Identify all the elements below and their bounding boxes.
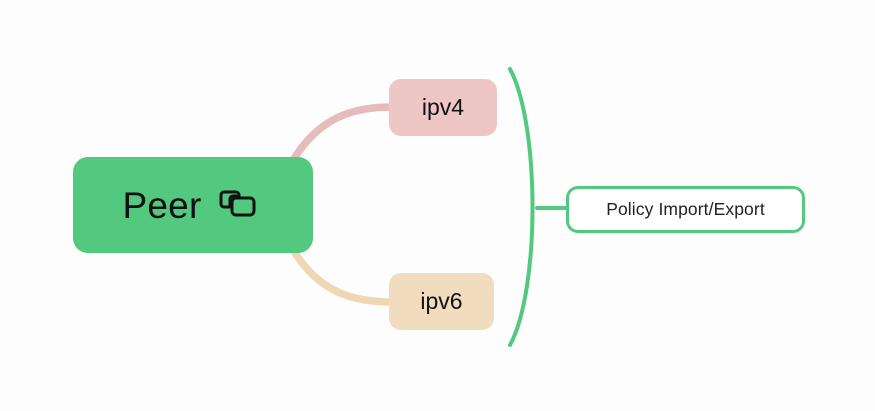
node-ipv4[interactable]: ipv4 (389, 79, 497, 136)
node-policy-import-export[interactable]: Policy Import/Export (566, 186, 805, 233)
node-policy-import-export-label: Policy Import/Export (606, 199, 765, 219)
edge-peer-to-ipv6 (288, 244, 396, 306)
node-ipv4-label: ipv4 (421, 94, 465, 120)
node-peer[interactable]: Peer (73, 157, 313, 253)
node-ipv6[interactable]: ipv6 (389, 273, 494, 330)
edge-peer-to-ipv4 (288, 103, 396, 166)
grouping-bracket (508, 67, 535, 347)
copy-duplicate-icon[interactable] (219, 188, 257, 222)
node-peer-label: Peer (122, 184, 202, 226)
node-ipv6-label: ipv6 (420, 288, 463, 314)
